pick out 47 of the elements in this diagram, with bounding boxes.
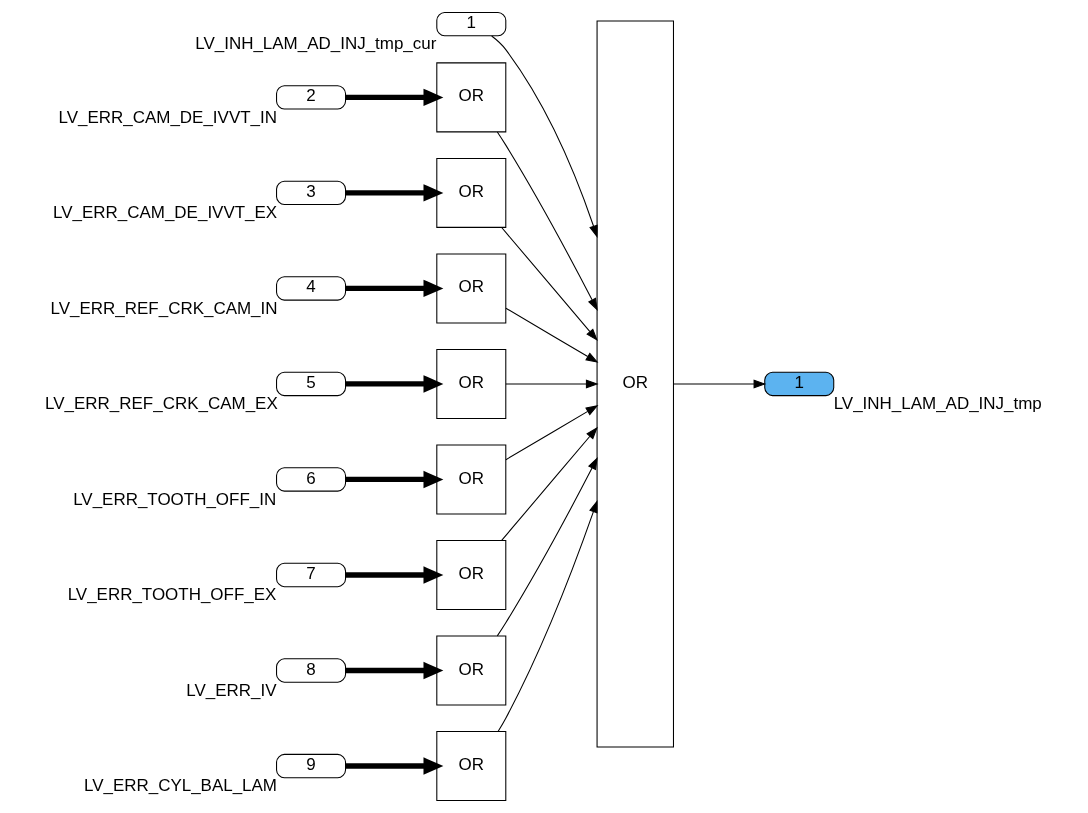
arrow: [345, 661, 444, 680]
arrow: [345, 88, 444, 107]
node-box: 4: [276, 276, 347, 301]
node-label: LV_ERR_REF_CRK_CAM_IN: [50, 298, 278, 318]
arrow: [505, 379, 599, 389]
arrow: [505, 405, 599, 461]
arrow: [345, 279, 444, 298]
arrow: [673, 379, 767, 389]
node-label: LV_ERR_TOOTH_OFF_EX: [67, 585, 277, 605]
node-box: 1: [436, 11, 507, 37]
arrow: [345, 757, 444, 775]
node-box: 6: [276, 467, 347, 492]
arrow: [491, 35, 598, 238]
node-label: LV_ERR_REF_CRK_CAM_EX: [45, 394, 278, 414]
node-box: OR: [436, 253, 507, 324]
node-label: LV_ERR_IV: [186, 680, 277, 700]
node-label: LV_ERR_CAM_DE_IVVT_IN: [58, 107, 278, 127]
node-box: OR: [436, 635, 507, 706]
node-box: OR: [436, 157, 507, 228]
node-box: 8: [276, 658, 347, 683]
node-box: 5: [276, 371, 347, 397]
arrow: [496, 456, 598, 637]
node-box: OR: [436, 348, 507, 419]
node-label: LV_ERR_TOOTH_OFF_IN: [73, 489, 277, 509]
arrow: [501, 426, 598, 541]
arrow: [345, 566, 444, 584]
node-box: 7: [276, 562, 347, 588]
node-label: LV_ERR_CYL_BAL_LAM: [83, 776, 278, 796]
node-label: LV_ERR_CAM_DE_IVVT_EX: [53, 203, 278, 223]
arrow: [345, 375, 444, 393]
node-box: OR: [436, 444, 507, 515]
node-label: LV_INH_LAM_AD_INJ_tmp_cur: [195, 34, 437, 54]
node-box: 9: [276, 753, 347, 779]
arrow: [497, 500, 598, 732]
node-box: OR: [436, 731, 507, 802]
arrow: [505, 307, 599, 363]
node-box: 2: [276, 85, 347, 110]
node-box: OR: [436, 539, 507, 610]
arrow: [501, 227, 598, 342]
arrow: [345, 184, 444, 202]
node-label: LV_INH_LAM_AD_INJ_tmp: [833, 394, 1042, 414]
node-box: 1: [764, 371, 835, 397]
arrow: [345, 470, 444, 489]
node-box: 3: [276, 180, 347, 206]
node-box: OR: [596, 20, 674, 748]
arrow: [496, 131, 598, 311]
node-box: OR: [436, 62, 507, 133]
